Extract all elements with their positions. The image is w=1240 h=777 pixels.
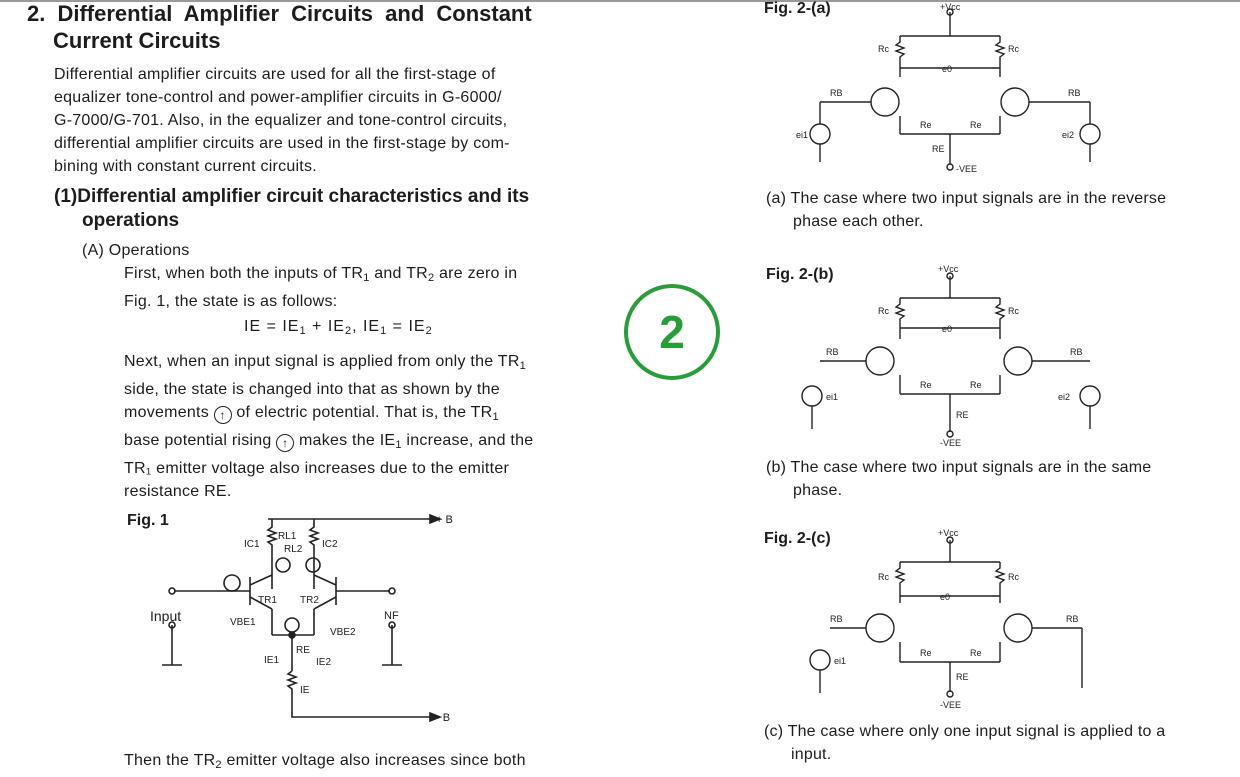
operations-paragraph-1: First, when both the inputs of TR1 and T…	[124, 262, 594, 313]
fig1-rl1: RL1	[278, 531, 297, 542]
op-p2-line6: resistance RE.	[124, 483, 232, 500]
fig2c-caption-line1: (c) The case where only one input signal…	[764, 723, 1166, 740]
fig2c-rb-right: RB	[1066, 614, 1079, 624]
fig2a-caption-line2: phase each other.	[793, 213, 924, 230]
fig2c-label: Fig. 2-(c)	[764, 530, 831, 547]
up-arrow-circle-icon: ↑	[213, 406, 232, 424]
fig2c-re-left: Re	[920, 648, 932, 658]
fig2a-rb-right: RB	[1068, 88, 1081, 98]
fig2a-vee: -VEE	[956, 164, 977, 174]
fig1-input: Input	[150, 608, 181, 624]
fig2b-rc-right: Rc	[1008, 306, 1019, 316]
fig2b-vee: -VEE	[940, 438, 961, 448]
fig1-minus-b: - B	[436, 712, 450, 724]
fig2c-circuit-diagram: +Vcc Rc Rc RB RB e0 Re Re RE -VEE ei1	[809, 528, 1083, 710]
fig1-re: RE	[296, 645, 310, 656]
fig2a-caption-line1: (a) The case where two input signals are…	[766, 190, 1167, 207]
fig2b-circuit-diagram: +Vcc Rc Rc RB RB e0 Re Re RE -VEE ei1 ei…	[801, 264, 1101, 448]
top-rule	[0, 0, 1240, 2]
intro-line: bining with constant current circuits.	[54, 158, 317, 175]
op-p2-line2: side, the state is changed into that as …	[124, 381, 500, 398]
fig2a-rc-left: Rc	[878, 44, 889, 54]
fig2a-re: RE	[932, 144, 945, 154]
fig1-circuit-diagram: + B - B IC1 RL1 RL2 IC2 TR1 TR2 Input VB…	[150, 513, 453, 724]
fig2b-ei1: ei1	[826, 392, 838, 402]
operations-label: (A) Operations	[82, 242, 190, 259]
section-title-line2: Current Circuits	[53, 28, 221, 53]
fig2a-eo: e0	[942, 64, 952, 74]
fig1-vbe1: VBE1	[230, 617, 256, 628]
fig2b-re-right: Re	[970, 380, 982, 390]
intro-line: Differential amplifier circuits are used…	[54, 66, 496, 83]
fig2b-rb-right: RB	[1070, 347, 1083, 357]
fig1-ie: IE	[300, 685, 310, 696]
fig1-label: Fig. 1	[127, 512, 169, 529]
fig2c-ei1: ei1	[834, 656, 846, 666]
fig2c-rc-right: Rc	[1008, 572, 1019, 582]
op-p2-line1: Next, when an input signal is applied fr…	[124, 353, 527, 372]
fig2c-re: RE	[956, 672, 969, 682]
fig1-plus-b: + B	[436, 514, 453, 526]
fig2c-vee: -VEE	[940, 700, 961, 710]
fig2c-vcc: +Vcc	[938, 528, 959, 538]
fig1-vbe2: VBE2	[330, 627, 356, 638]
op-p1-line1: First, when both the inputs of TR1 and T…	[124, 265, 518, 284]
fig1-rl2: RL2	[284, 544, 303, 555]
fig2b-vcc: +Vcc	[938, 264, 959, 274]
fig2b-rb-left: RB	[826, 347, 839, 357]
fig2b-caption: (b) The case where two input signals are…	[766, 456, 1236, 502]
fig2a-ei2: ei2	[1062, 130, 1074, 140]
subsection-line1: (1)Differential amplifier circuit charac…	[54, 186, 530, 207]
fig2a-vcc: +Vcc	[940, 2, 961, 12]
op-p2-line3: movements ↑ of electric potential. That …	[124, 404, 499, 424]
fig2a-caption: (a) The case where two input signals are…	[766, 187, 1236, 233]
intro-paragraph: Differential amplifier circuits are used…	[54, 63, 594, 178]
fig1-tr2: TR2	[300, 595, 319, 606]
up-arrow-circle-icon: ↑	[276, 434, 295, 452]
fig2b-ei2: ei2	[1058, 392, 1070, 402]
fig1-tr1: TR1	[258, 595, 277, 606]
section-number-badge: 2	[624, 284, 720, 380]
fig2a-label: Fig. 2-(a)	[764, 0, 831, 17]
fig2b-re: RE	[956, 410, 969, 420]
operations-paragraph-2: Next, when an input signal is applied fr…	[124, 350, 594, 503]
fig2b-re-left: Re	[920, 380, 932, 390]
fig1-ic1: IC1	[244, 539, 260, 550]
fig2b-caption-line1: (b) The case where two input signals are…	[766, 459, 1152, 476]
fig2a-circuit-diagram: +Vcc Rc Rc RB RB e0 Re Re RE -VEE ei1 ei…	[796, 2, 1101, 174]
fig1-ic2: IC2	[322, 539, 338, 550]
fig2a-re-right: Re	[970, 120, 982, 130]
fig2b-eo: e0	[942, 324, 952, 334]
fig2c-rc-left: Rc	[878, 572, 889, 582]
continuation-line: Then the TR2 emitter voltage also increa…	[124, 752, 526, 771]
intro-line: differential amplifier circuits are used…	[54, 135, 510, 152]
intro-line: G-7000/G-701. Also, in the equalizer and…	[54, 112, 508, 129]
op-p2-line4: base potential rising ↑ makes the IE1 in…	[124, 432, 534, 452]
fig2c-caption: (c) The case where only one input signal…	[764, 720, 1234, 766]
fig2a-rc-right: Rc	[1008, 44, 1019, 54]
subsection-line2: operations	[82, 210, 180, 231]
fig2a-ei1: ei1	[796, 130, 808, 140]
op-p2-line5: TR₁ emitter voltage also increases due t…	[124, 460, 510, 477]
section-title: 2. Differential Amplifier Circuits and C…	[27, 0, 532, 54]
fig2b-rc-left: Rc	[878, 306, 889, 316]
fig2c-caption-line2: input.	[791, 746, 832, 763]
fig2b-label: Fig. 2-(b)	[766, 266, 834, 283]
fig1-nf: NF	[384, 610, 399, 622]
fig1-ie1: IE1	[264, 655, 279, 666]
fig2b-caption-line2: phase.	[793, 482, 843, 499]
subsection-title: (1)Differential amplifier circuit charac…	[54, 185, 529, 233]
fig2a-re-left: Re	[920, 120, 932, 130]
fig2c-eo: e0	[940, 592, 950, 602]
intro-line: equalizer tone-control and power-amplifi…	[54, 89, 502, 106]
fig1-ie2: IE2	[316, 657, 331, 668]
fig2c-re-right: Re	[970, 648, 982, 658]
fig2a-rb-left: RB	[830, 88, 843, 98]
fig2c-rb-left: RB	[830, 614, 843, 624]
formula: IE = IE1 + IE2, IE1 = IE2	[244, 318, 433, 337]
op-p1-line2: Fig. 1, the state is as follows:	[124, 293, 338, 310]
section-title-line1: 2. Differential Amplifier Circuits and C…	[27, 1, 532, 26]
